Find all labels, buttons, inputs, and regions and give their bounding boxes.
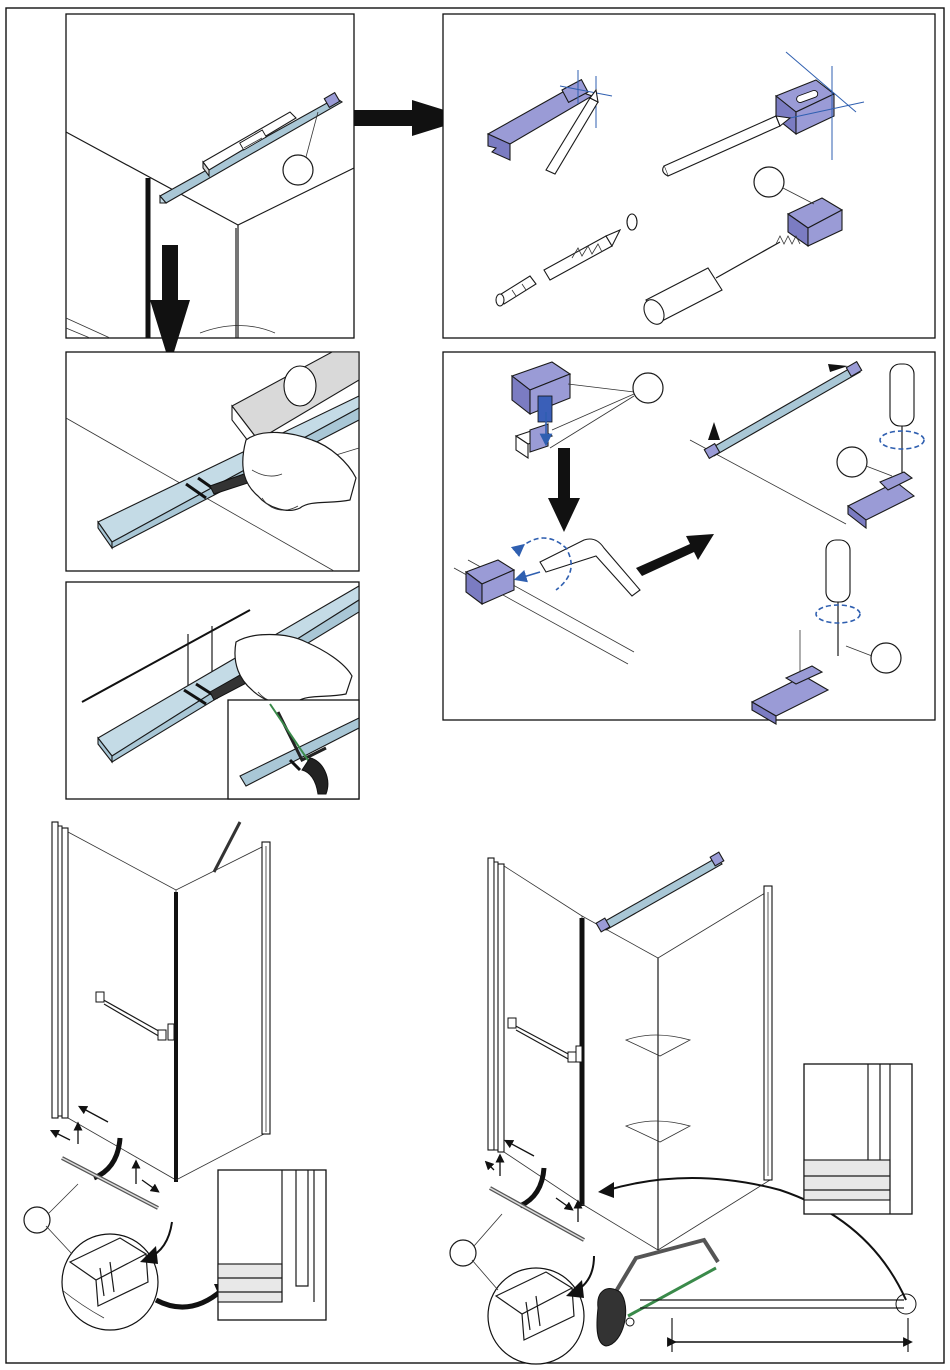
callout-2 [754, 167, 784, 197]
door-handle [96, 992, 174, 1040]
step-mark-cut-line-and-saw [66, 582, 359, 799]
callout-6 [24, 1207, 50, 1233]
step-mark-and-fix-wall-bracket [443, 14, 935, 338]
callout-1 [283, 155, 313, 185]
door-handle [508, 1018, 582, 1062]
step-door-panel-with-bottom-seal [24, 822, 326, 1330]
callout-4 [837, 447, 867, 477]
step-bracket-and-support-bar-assembly [443, 352, 935, 724]
step-level-on-wall-corner [66, 14, 354, 338]
callout-3 [633, 373, 663, 403]
step-corner-enclosure-with-support-bar [450, 852, 916, 1364]
callout-7 [450, 1240, 476, 1266]
callout-5 [871, 643, 901, 673]
hacksaw-icon [597, 1240, 718, 1346]
step-mark-profile-with-pencil [66, 352, 359, 571]
